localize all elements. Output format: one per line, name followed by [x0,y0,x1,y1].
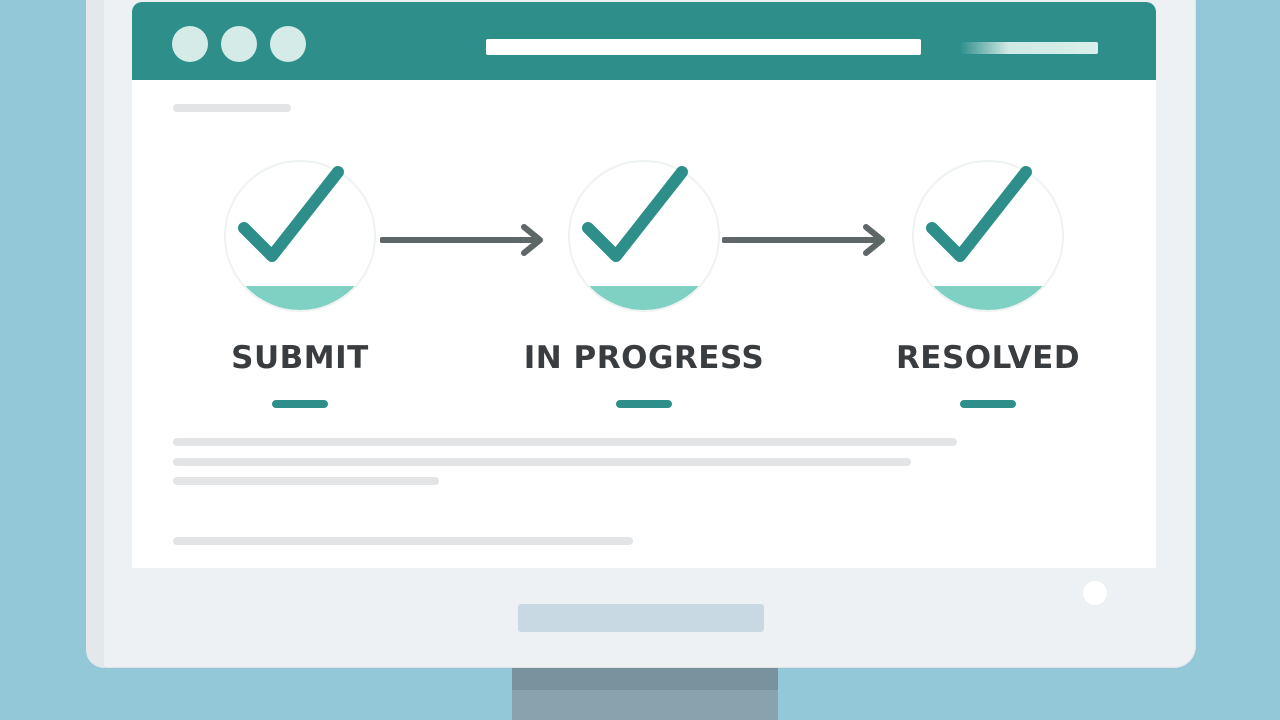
monitor-bezel-left [86,0,104,668]
browser-titlebar [132,2,1156,80]
window-control-dot-1[interactable] [172,26,208,62]
checkmark-icon [582,166,688,262]
step-label: IN PROGRESS [523,340,765,376]
arrow-right-icon [722,224,885,256]
step-circle [568,160,720,312]
address-bar[interactable] [486,39,921,55]
window-control-dot-3[interactable] [270,26,306,62]
monitor-logo-bar [518,604,764,632]
power-led-icon [1083,581,1107,605]
step-submit: SUBMIT [200,160,400,410]
step-underline [272,400,328,408]
step-in-progress: IN PROGRESS [524,160,764,410]
text-line-placeholder [173,477,439,485]
screen: SUBMIT IN PROGRESS RESOLVED [132,2,1156,568]
arrow-right-icon [380,224,543,256]
step-label: SUBMIT [231,340,369,376]
step-underline [960,400,1016,408]
monitor-stand-shadow [512,664,778,690]
text-line-placeholder [173,438,957,446]
text-line-placeholder [173,458,911,466]
step-circle-fill [914,286,1062,310]
text-line-placeholder [173,537,633,545]
step-resolved: RESOLVED [888,160,1088,410]
window-control-dot-2[interactable] [221,26,257,62]
checkmark-icon [926,166,1032,262]
step-circle-fill [226,286,374,310]
step-label: RESOLVED [895,340,1081,376]
titlebar-accent [960,42,1098,54]
monitor-stand [512,664,778,720]
step-circle [224,160,376,312]
checkmark-icon [238,166,344,262]
page-heading-placeholder [173,104,291,112]
step-circle-fill [570,286,718,310]
step-underline [616,400,672,408]
